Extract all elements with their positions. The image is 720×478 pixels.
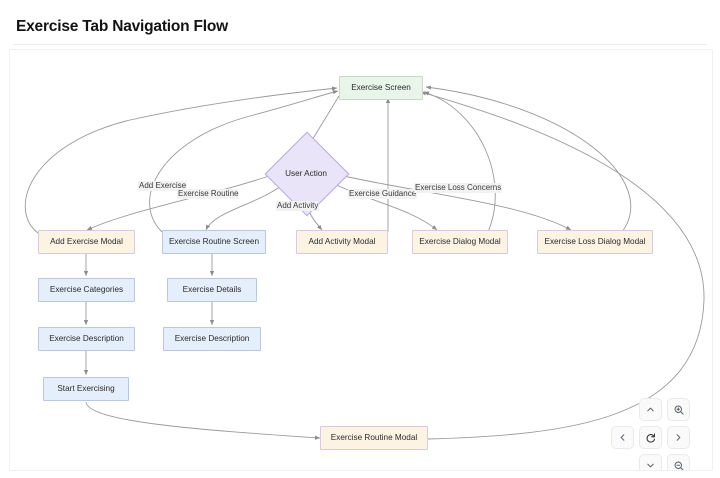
node-exercise-description-1[interactable]: Exercise Description (38, 327, 135, 351)
node-label: Exercise Dialog Modal (419, 237, 501, 247)
node-label: Add Activity Modal (308, 237, 376, 247)
node-label: User Action (285, 168, 327, 178)
node-label: Exercise Details (182, 285, 242, 295)
edge-label-exercise-loss-concerns: Exercise Loss Concerns (414, 183, 503, 193)
node-start-exercising[interactable]: Start Exercising (43, 377, 129, 401)
node-exercise-routine-screen[interactable]: Exercise Routine Screen (162, 230, 266, 254)
diagram-canvas[interactable]: Exercise Screen User Action Add Exercise… (9, 49, 713, 471)
pan-up-button[interactable] (639, 398, 662, 421)
node-exercise-screen[interactable]: Exercise Screen (339, 76, 423, 100)
node-exercise-details[interactable]: Exercise Details (167, 278, 257, 302)
node-label: Exercise Routine Screen (168, 237, 260, 247)
edge-label-add-exercise: Add Exercise (138, 181, 188, 191)
node-exercise-categories[interactable]: Exercise Categories (38, 278, 135, 302)
zoom-in-button[interactable] (667, 398, 690, 421)
node-exercise-loss-dialog-modal[interactable]: Exercise Loss Dialog Modal (537, 230, 653, 254)
node-label: Exercise Description (49, 334, 124, 344)
chevron-left-icon (617, 432, 628, 443)
pan-down-button[interactable] (639, 454, 662, 470)
chevron-down-icon (645, 460, 656, 470)
pan-left-button[interactable] (611, 426, 634, 449)
reset-view-button[interactable] (639, 426, 662, 449)
node-label: Start Exercising (57, 384, 115, 394)
node-label: Exercise Loss Dialog Modal (544, 237, 646, 247)
node-label: Exercise Screen (351, 83, 411, 93)
page-title: Exercise Tab Navigation Flow (16, 18, 229, 35)
node-label: Exercise Routine Modal (330, 433, 418, 443)
edge-label-exercise-routine: Exercise Routine (177, 189, 240, 199)
node-label: Exercise Categories (49, 285, 124, 295)
node-exercise-dialog-modal[interactable]: Exercise Dialog Modal (412, 230, 508, 254)
pan-right-button[interactable] (667, 426, 690, 449)
node-exercise-routine-modal[interactable]: Exercise Routine Modal (320, 426, 428, 450)
zoom-out-button[interactable] (667, 454, 690, 470)
node-label: Exercise Description (174, 334, 250, 344)
node-exercise-description-2[interactable]: Exercise Description (163, 327, 261, 351)
node-add-activity-modal[interactable]: Add Activity Modal (296, 230, 388, 254)
node-user-action[interactable]: User Action (264, 131, 350, 217)
edge-label-add-activity: Add Activity (276, 201, 320, 211)
refresh-icon (645, 432, 657, 444)
node-label: Add Exercise Modal (50, 237, 123, 247)
edge-label-exercise-guidance: Exercise Guidance (348, 189, 418, 199)
zoom-in-icon (673, 404, 685, 416)
chevron-right-icon (673, 432, 684, 443)
chevron-up-icon (645, 404, 656, 415)
title-divider (14, 44, 706, 45)
node-add-exercise-modal[interactable]: Add Exercise Modal (38, 230, 135, 254)
zoom-out-icon (673, 460, 685, 470)
edge-layer (24, 85, 705, 440)
